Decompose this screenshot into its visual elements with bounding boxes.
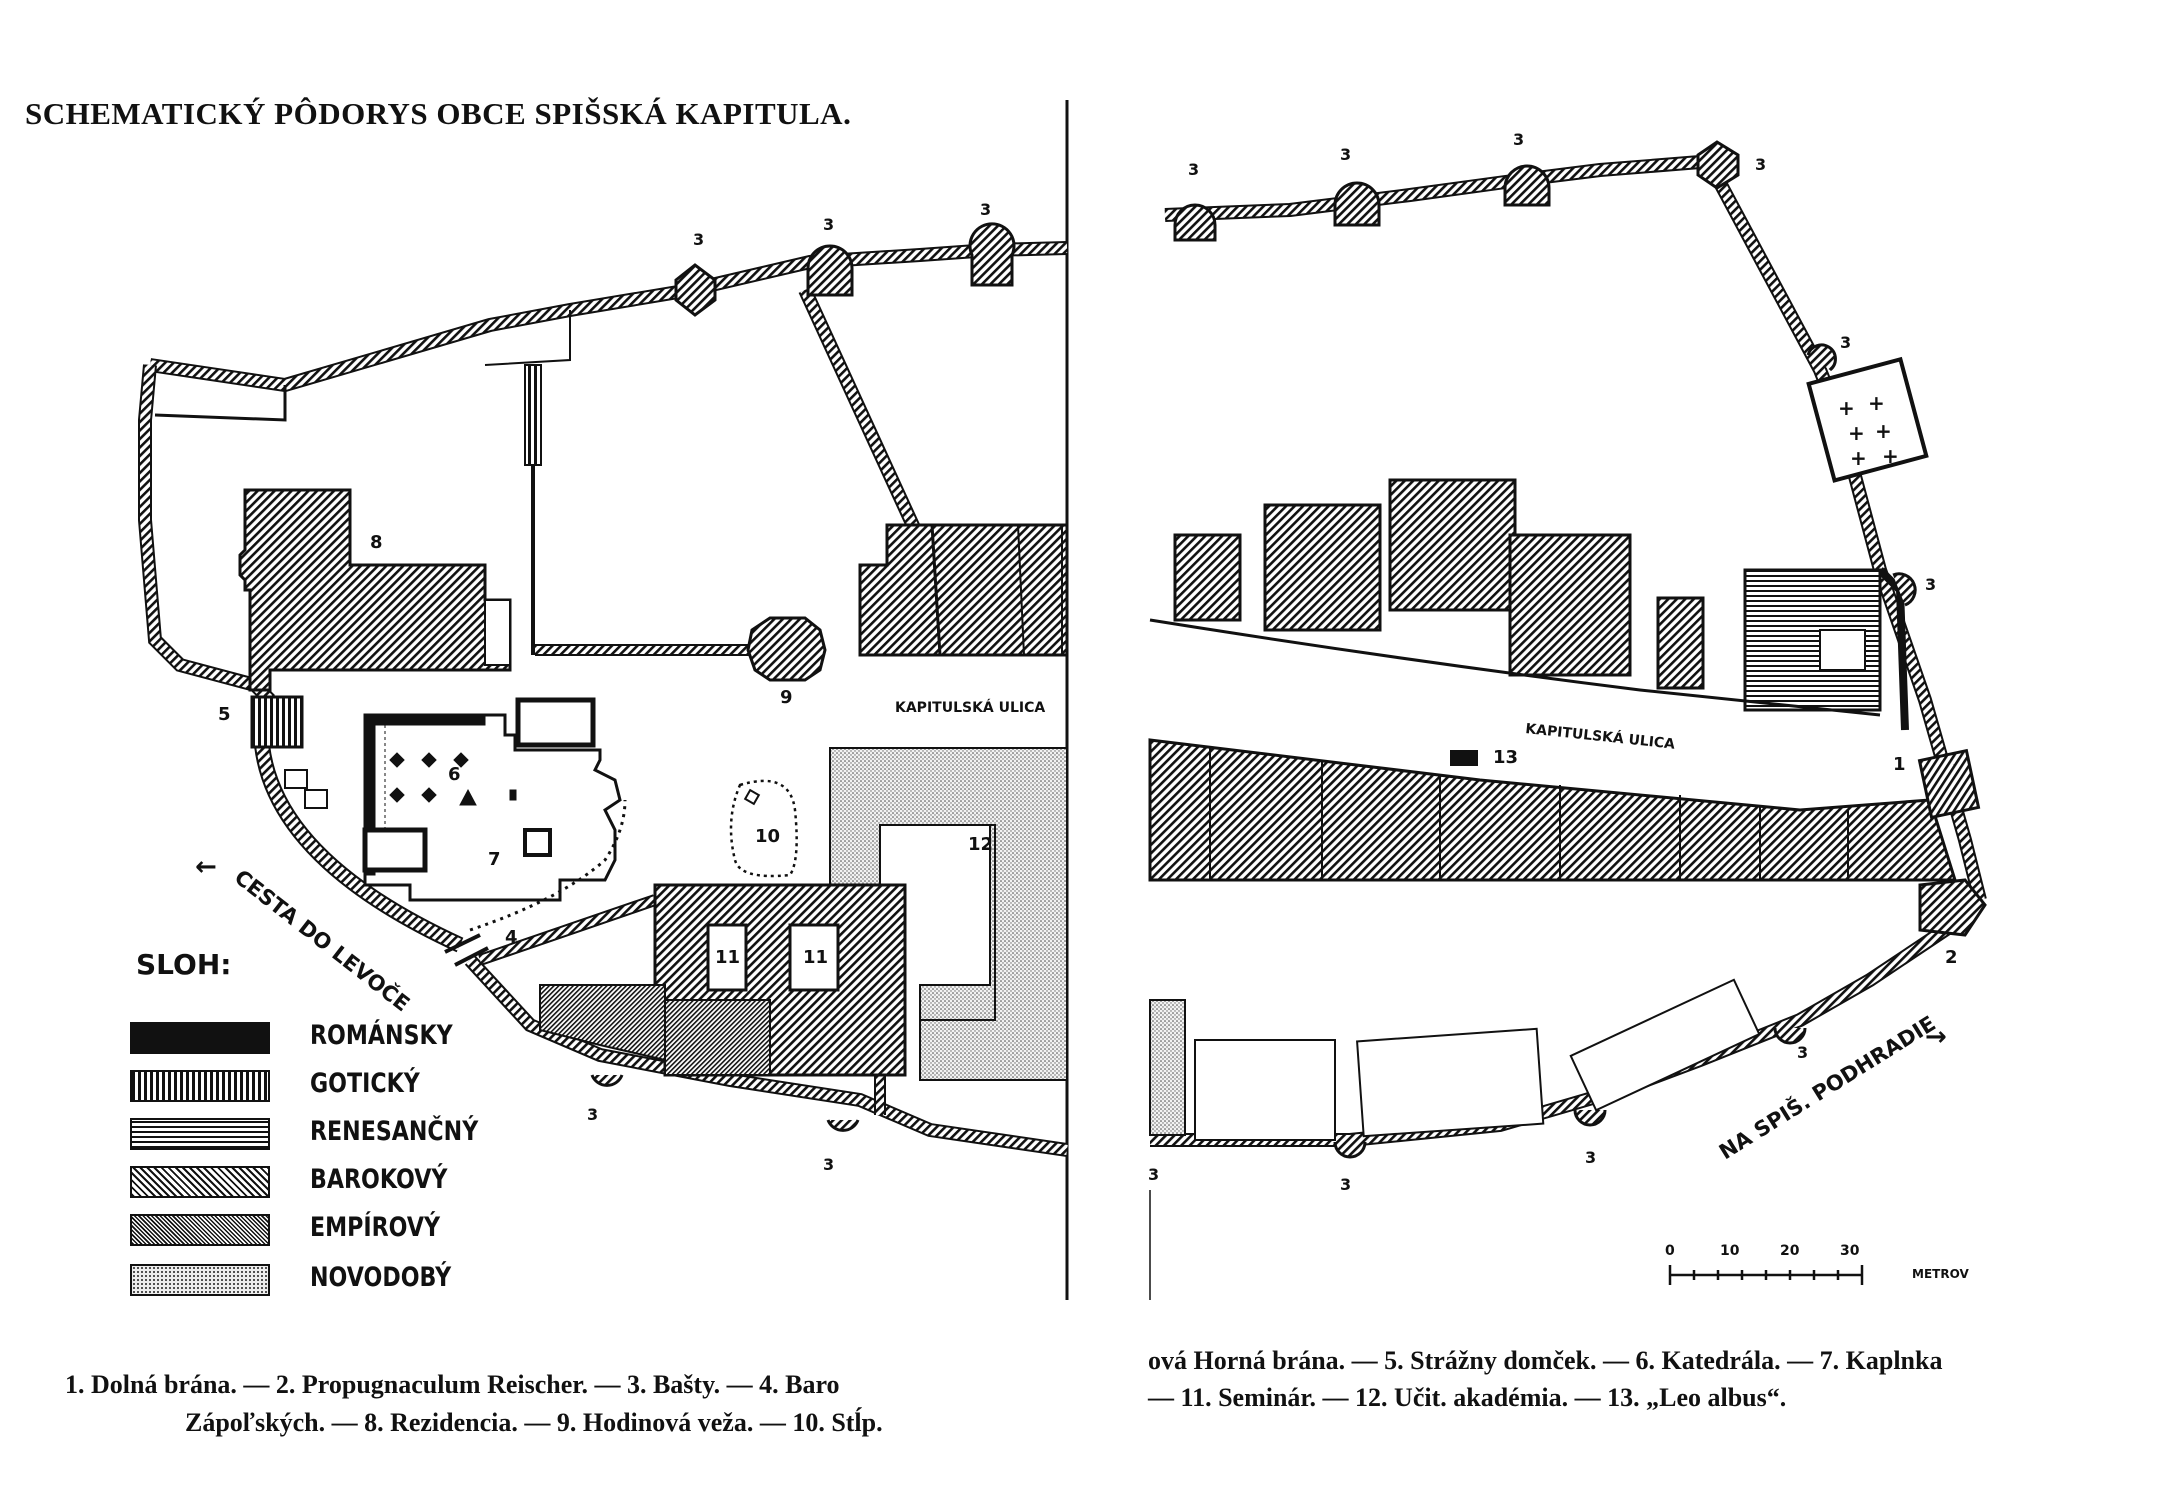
label-12: 12: [968, 834, 993, 855]
legend-label: ROMÁNSKY: [310, 1020, 453, 1051]
cathedral-6: [362, 697, 622, 902]
building-empire-left-2: [664, 999, 771, 1076]
arrow-left-label: ←: [195, 852, 217, 882]
label-2: 2: [1945, 947, 1958, 968]
label-13: 13: [1493, 747, 1518, 768]
legend-label: RENESANČNÝ: [310, 1116, 479, 1147]
legend-item-empirovy: EMPÍROVÝ: [130, 1210, 440, 1250]
street-label-left: KAPITULSKÁ ULICA: [895, 699, 1045, 716]
left-bastions: [590, 222, 1016, 1132]
label-bastion: 3: [1340, 145, 1351, 164]
label-bastion: 3: [1188, 160, 1199, 179]
label-bastion: 3: [1925, 575, 1936, 594]
label-8: 8: [370, 532, 383, 553]
label-6: 6: [448, 764, 461, 785]
street-label-right: KAPITULSKÁ ULICA: [1525, 720, 1676, 753]
canon-houses-left: [858, 523, 1069, 657]
label-4: 4: [505, 927, 518, 948]
arrow-right-label: →: [1925, 1022, 1947, 1052]
label-bastion: 3: [1755, 155, 1766, 174]
svg-text:+: +: [1850, 446, 1867, 470]
scale-tick-label: 20: [1780, 1243, 1800, 1259]
label-bastion: 3: [823, 1155, 834, 1174]
legend-label: NOVODOBÝ: [310, 1262, 452, 1293]
legend-swatch-novodoby: [130, 1264, 270, 1296]
chapel-dotted: [469, 799, 627, 932]
label-11a: 11: [715, 947, 740, 968]
label-bastion: 3: [1585, 1148, 1596, 1167]
label-bastion: 3: [693, 230, 704, 249]
scale-tick-label: 0: [1665, 1243, 1675, 1259]
gate-4: [444, 933, 489, 967]
svg-text:+: +: [1868, 391, 1885, 415]
left-walls: [138, 241, 1069, 1157]
scale-bar: [1668, 1265, 1864, 1285]
legend-label: GOTICKÝ: [310, 1068, 420, 1099]
inner-wall-north: [524, 364, 542, 466]
gate-2-propugnaculum: [1918, 878, 1987, 937]
legend-swatch-barokovy: [130, 1166, 270, 1198]
label-10: 10: [755, 826, 780, 847]
label-9: 9: [780, 687, 793, 708]
legend-label: EMPÍROVÝ: [310, 1212, 441, 1243]
label-5: 5: [218, 704, 231, 725]
legend-swatch-renesancny: [130, 1118, 270, 1150]
legend-item-novodoby: NOVODOBÝ: [130, 1260, 451, 1300]
scale-tick-label: 10: [1720, 1243, 1740, 1259]
scale-tick-label: 30: [1840, 1243, 1860, 1259]
label-bastion: 3: [1840, 333, 1851, 352]
legend-swatch-romansky: [130, 1022, 270, 1054]
label-bastion: 3: [980, 200, 991, 219]
gate-5: [250, 695, 304, 749]
legend-item-romansky: ROMÁNSKY: [130, 1018, 453, 1058]
page-title: SCHEMATICKÝ PÔDORYS OBCE SPIŠSKÁ KAPITUL…: [25, 96, 852, 131]
legend-item-renesancny: RENESANČNÝ: [130, 1114, 478, 1154]
cemetery: [1806, 356, 1929, 483]
svg-text:+: +: [1838, 396, 1855, 420]
caption-left-line2: Zápoľských. — 8. Rezidencia. — 9. Hodino…: [185, 1408, 883, 1437]
legend-item-goticky: GOTICKÝ: [130, 1066, 420, 1106]
label-7: 7: [488, 849, 501, 870]
legend-swatch-empirovy: [130, 1214, 270, 1246]
label-bastion: 3: [587, 1105, 598, 1124]
svg-text:+: +: [1848, 421, 1865, 445]
label-bastion: 3: [1797, 1043, 1808, 1062]
cemetery-crosses: ++ ++ ++: [1838, 391, 1899, 470]
road-label-levoca: CESTA DO LEVOČE: [230, 864, 415, 1016]
gate-1: [1917, 748, 1981, 820]
caption-right-line2: — 11. Seminár. — 12. Učit. akadémia. — 1…: [1148, 1383, 1787, 1412]
legend-label: BAROKOVÝ: [310, 1164, 448, 1195]
leo-albus-13: [1450, 750, 1478, 766]
label-bastion: 3: [1340, 1175, 1351, 1194]
label-bastion: 3: [1513, 130, 1524, 149]
building-empire-left: [539, 984, 666, 1062]
right-bastions: [1173, 140, 1917, 1159]
label-1: 1: [1893, 754, 1906, 775]
south-long-block: [1148, 738, 1958, 882]
caption-right-line1: ová Horná brána. — 5. Strážny domček. — …: [1148, 1346, 1943, 1375]
building-8-annex: [484, 599, 511, 666]
svg-text:+: +: [1875, 419, 1892, 443]
label-bastion: 3: [1148, 1165, 1159, 1184]
legend-swatch-goticky: [130, 1070, 270, 1102]
south-houses: [1149, 978, 1761, 1141]
label-11b: 11: [803, 947, 828, 968]
building-8-residence: [238, 488, 512, 692]
svg-text:+: +: [1882, 444, 1899, 468]
caption-left-line1: 1. Dolná brána. — 2. Propugnaculum Reisc…: [65, 1370, 840, 1399]
building-9-clock-tower: [746, 616, 827, 682]
label-bastion: 3: [823, 215, 834, 234]
legend-item-barokovy: BAROKOVÝ: [130, 1162, 447, 1202]
legend-title: SLOH:: [136, 948, 232, 981]
scale-unit: METROV: [1912, 1267, 1969, 1281]
